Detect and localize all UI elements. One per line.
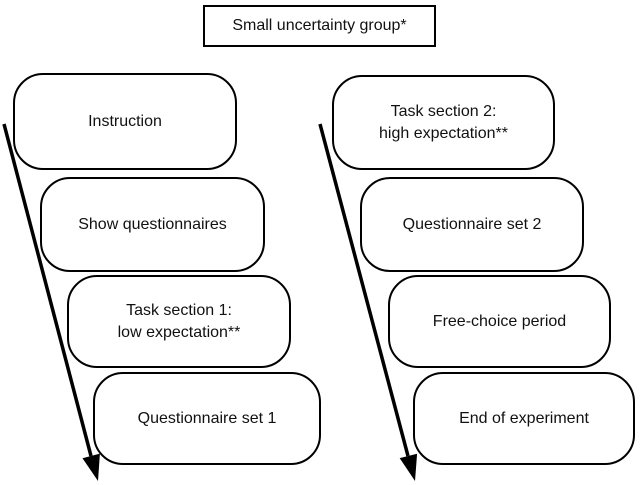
flow-step-show-questionnaires: Show questionnaires: [40, 177, 265, 272]
flow-step-questionnaire-set-1: Questionnaire set 1: [93, 372, 321, 465]
flow-step-task-section-2: Task section 2: high expectation**: [332, 75, 555, 170]
flow-step-questionnaire-set-2: Questionnaire set 2: [360, 177, 584, 272]
diagram-title: Small uncertainty group*: [203, 5, 436, 47]
flow-step-task-section-1: Task section 1: low expectation**: [67, 275, 291, 368]
flow-step-end-of-experiment: End of experiment: [413, 372, 635, 465]
flow-step-instruction: Instruction: [13, 73, 237, 170]
flow-step-free-choice-period: Free-choice period: [388, 275, 611, 368]
